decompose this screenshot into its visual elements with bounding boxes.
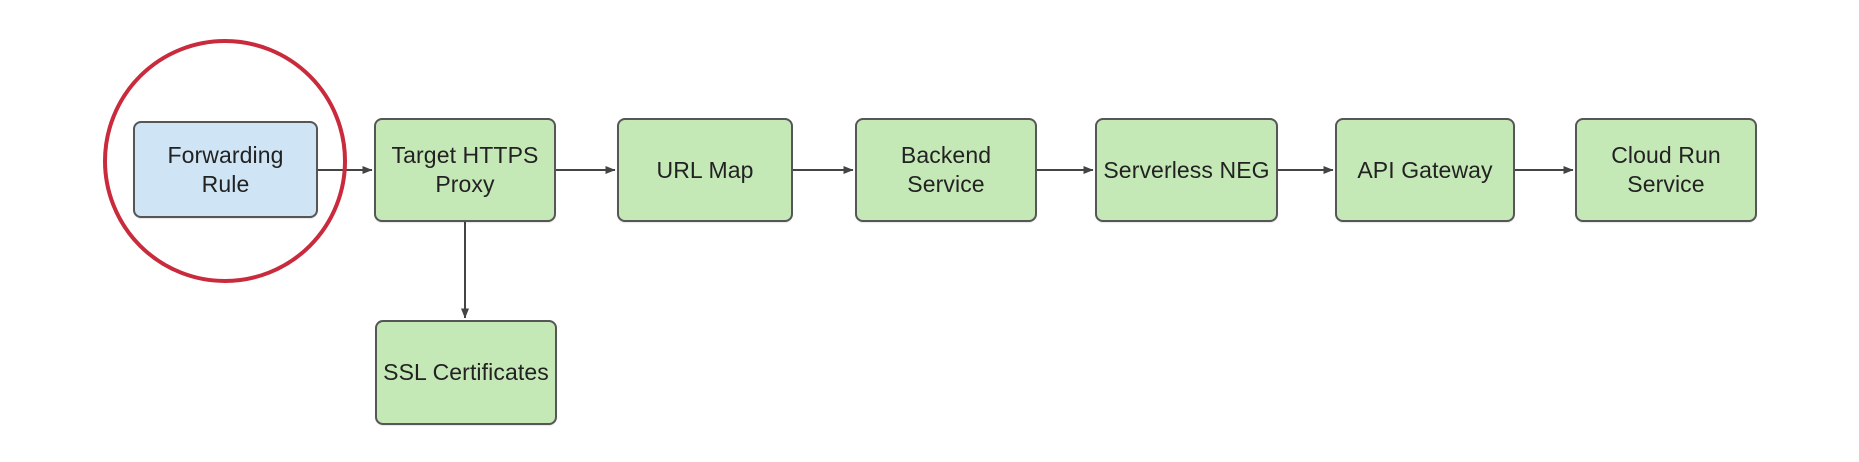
node-serverless-neg-label: Serverless NEG: [1103, 156, 1270, 183]
node-ssl-certificates[interactable]: SSL Certificates: [375, 320, 557, 425]
node-forwarding-rule-label: Forwarding Rule: [167, 141, 284, 197]
node-forwarding-rule[interactable]: Forwarding Rule: [133, 121, 318, 218]
node-cloud-run-service[interactable]: Cloud Run Service: [1575, 118, 1757, 222]
node-target-https-proxy[interactable]: Target HTTPS Proxy: [374, 118, 556, 222]
node-url-map-label: URL Map: [656, 156, 754, 183]
node-ssl-certificates-label: SSL Certificates: [383, 359, 549, 386]
node-api-gateway[interactable]: API Gateway: [1335, 118, 1515, 222]
node-target-https-proxy-label: Target HTTPS Proxy: [391, 142, 539, 197]
node-serverless-neg[interactable]: Serverless NEG: [1095, 118, 1278, 222]
highlight-circle-forwarding-rule: [103, 39, 347, 283]
node-url-map[interactable]: URL Map: [617, 118, 793, 222]
node-backend-service-label: Backend Service: [900, 142, 992, 197]
node-backend-service[interactable]: Backend Service: [855, 118, 1037, 222]
node-api-gateway-label: API Gateway: [1357, 156, 1493, 183]
node-cloud-run-service-label: Cloud Run Service: [1611, 142, 1721, 197]
